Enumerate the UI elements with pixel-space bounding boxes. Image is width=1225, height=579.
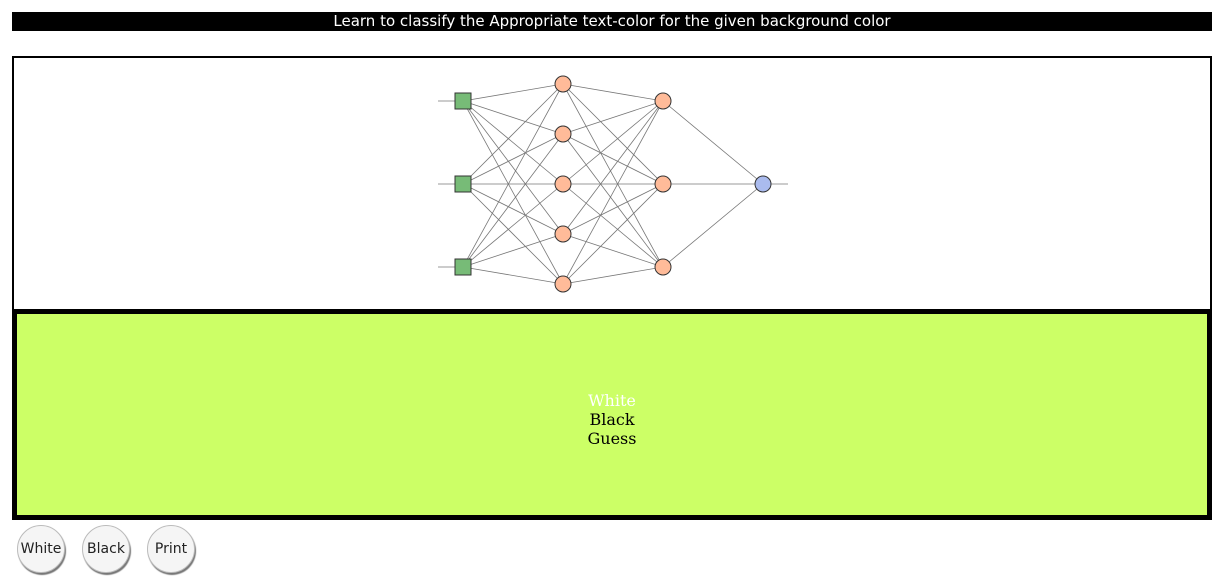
input-node xyxy=(454,175,472,193)
connection-edge xyxy=(562,83,664,185)
input-node xyxy=(454,258,472,276)
hidden-node xyxy=(554,125,572,143)
preview-guess-text: Guess xyxy=(587,429,637,448)
connection-edge xyxy=(562,100,664,185)
neural-network-diagram xyxy=(438,75,788,293)
hidden-node xyxy=(554,225,572,243)
connection-edge xyxy=(462,233,564,268)
connection-edge xyxy=(562,183,664,285)
connection-edge xyxy=(662,183,764,268)
connection-edge xyxy=(462,183,564,235)
connection-edge xyxy=(562,233,664,268)
white-button[interactable]: White xyxy=(17,525,65,573)
network-diagram-panel xyxy=(12,56,1212,311)
connection-edge xyxy=(562,83,664,268)
connection-edge xyxy=(462,100,564,285)
black-button[interactable]: Black xyxy=(82,525,130,573)
connection-edge xyxy=(562,133,664,268)
connection-edge xyxy=(462,266,564,285)
connection-edge xyxy=(462,100,564,135)
connection-edge xyxy=(562,100,664,235)
connection-edge xyxy=(462,100,564,235)
connection-edge xyxy=(462,133,564,268)
connection-edge xyxy=(462,83,564,268)
connection-edge xyxy=(462,83,564,102)
hidden-node xyxy=(654,175,672,193)
connection-edge xyxy=(462,83,564,185)
page-title: Learn to classify the Appropriate text-c… xyxy=(12,12,1212,31)
connection-edge xyxy=(562,133,664,185)
connection-edge xyxy=(562,183,664,235)
connection-edge xyxy=(662,100,764,185)
hidden-node xyxy=(654,258,672,276)
print-button[interactable]: Print xyxy=(147,525,195,573)
connection-edge xyxy=(462,100,564,185)
color-preview-panel: White Black Guess xyxy=(12,309,1212,520)
connection-edge xyxy=(562,100,664,135)
connection-edge xyxy=(462,183,564,268)
hidden-node xyxy=(554,175,572,193)
preview-text-block: White Black Guess xyxy=(17,391,1207,448)
connection-edge xyxy=(562,183,664,268)
hidden-node xyxy=(554,75,572,93)
connection-edge xyxy=(462,133,564,185)
output-node xyxy=(754,175,772,193)
connection-edge xyxy=(562,266,664,285)
hidden-node xyxy=(654,92,672,110)
connection-edge xyxy=(562,100,664,285)
hidden-node xyxy=(554,275,572,293)
preview-black-text: Black xyxy=(589,410,635,429)
connection-edge xyxy=(462,183,564,285)
preview-white-text: White xyxy=(588,391,636,410)
input-node xyxy=(454,92,472,110)
connection-edge xyxy=(562,83,664,102)
